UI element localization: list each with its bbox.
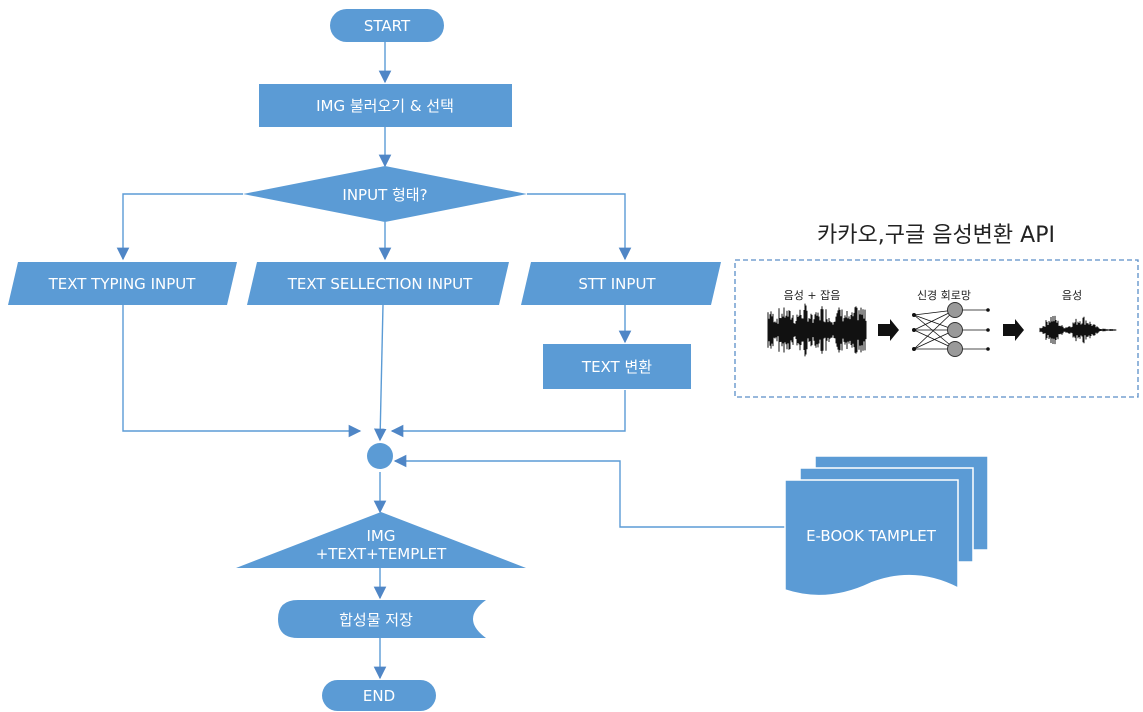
decision-shape [243, 166, 527, 222]
end-node: END [322, 680, 436, 711]
text-selection-input-node: TEXT SELLECTION INPUT [247, 262, 509, 305]
input-decision-node: INPUT 형태? [243, 166, 527, 222]
stt-input-node: STT INPUT [521, 262, 721, 305]
combine-label-line1: IMG [367, 527, 396, 545]
save-label: 합성물 저장 [339, 611, 413, 629]
save-node: 합성물 저장 [278, 600, 486, 638]
end-label: END [363, 687, 395, 705]
connectors [116, 42, 785, 680]
connector-decision-to-typing [116, 193, 243, 261]
connector-decision-to-stt [527, 193, 632, 261]
ebook-front-page [784, 479, 959, 597]
text-convert-label: TEXT 변환 [581, 358, 652, 376]
load-image-shape [259, 84, 512, 127]
text-selection-shape [247, 262, 509, 305]
save-shape [278, 600, 486, 638]
api-panel-frame [734, 259, 1139, 398]
api-label-noisy: 음성 + 잡음 [784, 289, 841, 302]
stt-input-shape [521, 262, 721, 305]
decision-label: INPUT 형태? [342, 186, 427, 204]
connector-convert-to-merge [390, 390, 626, 438]
neuron-node [947, 341, 963, 357]
ebook-template-node: E-BOOK TAMPLET [784, 455, 989, 597]
combine-shape [236, 512, 526, 568]
noisy-waveform [767, 303, 867, 357]
start-node: START [330, 9, 444, 42]
text-typing-shape [8, 262, 237, 305]
arrow-to-clean-icon [1003, 319, 1024, 341]
text-convert-shape [543, 344, 691, 389]
clean-waveform [1039, 315, 1117, 345]
neuron-node [947, 322, 963, 338]
combine-label-line2: +TEXT+TEMPLET [316, 545, 447, 563]
api-panel-title: 카카오,구글 음성변환 API [817, 223, 1055, 248]
connector-typing-to-merge [122, 305, 362, 438]
api-label-clean: 음성 [1062, 289, 1082, 302]
text-typing-input-node: TEXT TYPING INPUT [8, 262, 237, 305]
arrow-to-network-icon [878, 319, 899, 341]
speech-api-panel: 카카오,구글 음성변환 API 음성 + 잡음 신경 회로망 음성 [734, 223, 1139, 398]
api-label-network: 신경 회로망 [917, 289, 971, 302]
load-image-node: IMG 불러오기 & 선택 [259, 84, 512, 127]
neuron-node [947, 302, 963, 318]
ebook-template-label: E-BOOK TAMPLET [806, 527, 937, 545]
end-shape [322, 680, 436, 711]
stt-input-label: STT INPUT [578, 275, 656, 293]
connector-template-to-merge [393, 454, 785, 528]
text-typing-label: TEXT TYPING INPUT [48, 275, 197, 293]
connector-selection-to-merge [373, 304, 387, 442]
start-label: START [364, 17, 411, 35]
combine-node: IMG +TEXT+TEMPLET [236, 512, 526, 568]
load-image-label: IMG 불러오기 & 선택 [316, 97, 454, 115]
text-selection-label: TEXT SELLECTION INPUT [287, 275, 473, 293]
start-shape [330, 9, 444, 42]
neural-network-icon [912, 302, 990, 357]
merge-connector [367, 443, 393, 469]
text-convert-node: TEXT 변환 [543, 344, 691, 389]
